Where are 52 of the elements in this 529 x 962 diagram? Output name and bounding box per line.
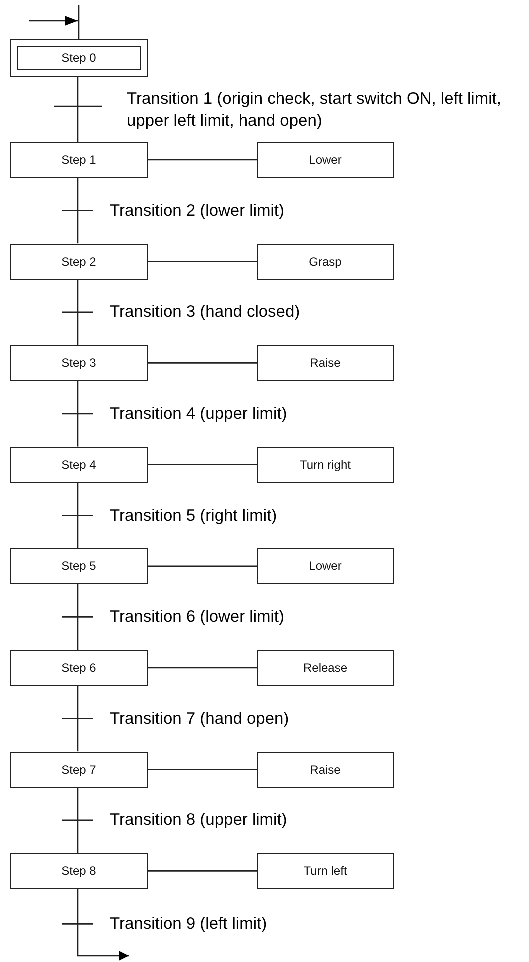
step-box <box>10 853 148 890</box>
flow-line <box>77 178 79 244</box>
flow-line <box>77 77 79 142</box>
initial-step-box <box>10 39 148 77</box>
box-label: Step 4 <box>62 458 96 472</box>
flow-line <box>148 667 257 669</box>
box-label: Step 5 <box>62 559 96 574</box>
action-box <box>257 548 394 584</box>
step-box <box>10 345 148 382</box>
step-box <box>10 650 148 686</box>
step-box <box>10 752 148 788</box>
step-box <box>10 446 148 483</box>
action-box <box>257 446 394 483</box>
flow-line <box>148 260 257 262</box>
box-label: Lower <box>309 559 342 574</box>
box-label: Step 2 <box>62 254 96 269</box>
action-box <box>257 752 394 788</box>
flow-line <box>77 686 79 752</box>
flow-line <box>148 870 257 872</box>
box-label: Step 6 <box>62 661 96 675</box>
flow-line <box>77 584 79 650</box>
flow-line <box>77 280 79 346</box>
step-box <box>10 244 148 280</box>
flow-line <box>77 381 79 447</box>
action-box <box>257 345 394 382</box>
arrow <box>77 889 129 961</box>
box-label: Step 1 <box>62 153 96 167</box>
box-label: Grasp <box>309 254 342 269</box>
box-label: Step 3 <box>62 356 96 370</box>
action-box <box>257 244 394 280</box>
box-label: Step 8 <box>62 864 96 878</box>
box-label: Step 0 <box>62 51 96 65</box>
box-label: Turn right <box>300 458 351 472</box>
action-box <box>257 853 394 890</box>
box-label: Raise <box>310 762 341 777</box>
flow-line <box>148 464 257 466</box>
flow-line <box>148 768 257 770</box>
flow-line <box>77 788 79 854</box>
box-label: Turn left <box>304 864 348 878</box>
action-box <box>257 142 394 178</box>
box-label: Raise <box>310 356 341 370</box>
step-box <box>10 142 148 178</box>
flow-line <box>148 566 257 568</box>
flow-line <box>148 159 257 161</box>
box-label: Release <box>303 661 348 675</box>
flow-line <box>77 482 79 548</box>
flow-line <box>148 362 257 364</box>
box-label: Step 7 <box>62 762 96 777</box>
box-label: Lower <box>309 153 342 167</box>
flow-line <box>78 5 80 39</box>
step-box <box>10 548 148 584</box>
action-box <box>257 650 394 686</box>
